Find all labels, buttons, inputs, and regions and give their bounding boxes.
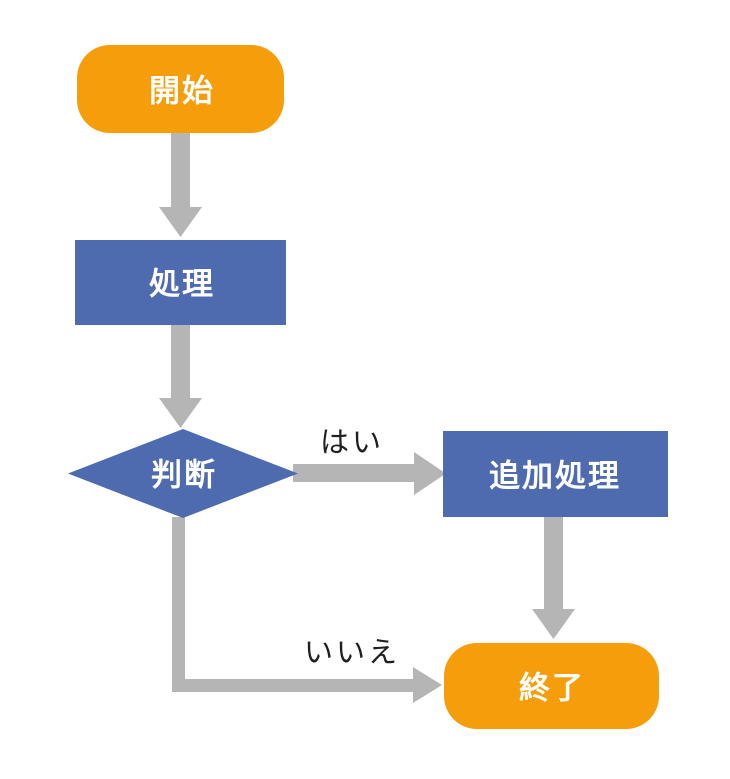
decision-diamond-shape <box>68 429 298 518</box>
edge-label-yes: はい <box>320 427 384 459</box>
node-extra-process: 追加処理 <box>443 431 668 517</box>
end-node-label: 終了 <box>519 671 585 706</box>
node-start: 開始 <box>77 45 284 133</box>
decision-node-label: 判断 <box>151 458 217 493</box>
arrow-head-icon <box>159 207 202 237</box>
node-decision: 判断 <box>68 429 298 518</box>
arrow-decision-to-extra-process <box>293 452 446 495</box>
arrow-head-icon <box>413 667 442 703</box>
arrow-head-icon <box>159 398 202 428</box>
arrow-shaft <box>171 324 190 400</box>
arrow-shaft-vertical <box>172 517 185 692</box>
process-shape <box>75 240 286 325</box>
arrow-shaft <box>293 464 416 482</box>
arrow-shaft-horizontal <box>172 679 415 692</box>
arrow-shaft <box>544 516 563 611</box>
arrow-shaft <box>171 132 190 209</box>
arrow-process-to-decision <box>159 324 202 428</box>
arrow-start-to-process <box>159 132 202 237</box>
start-terminal-shape <box>77 45 284 133</box>
node-end: 終了 <box>444 643 659 729</box>
edge-label-no: いいえ <box>304 637 400 669</box>
arrow-extra-process-to-end <box>532 516 575 639</box>
process-node-label: 処理 <box>149 267 215 302</box>
node-process: 処理 <box>75 240 286 325</box>
start-node-label: 開始 <box>149 74 215 109</box>
end-terminal-shape <box>444 643 659 729</box>
arrow-decision-to-end <box>172 517 442 703</box>
extra-process-node-label: 追加処理 <box>489 459 621 494</box>
extra-process-shape <box>443 431 668 517</box>
arrow-head-icon <box>414 452 446 495</box>
arrow-head-icon <box>532 609 575 639</box>
